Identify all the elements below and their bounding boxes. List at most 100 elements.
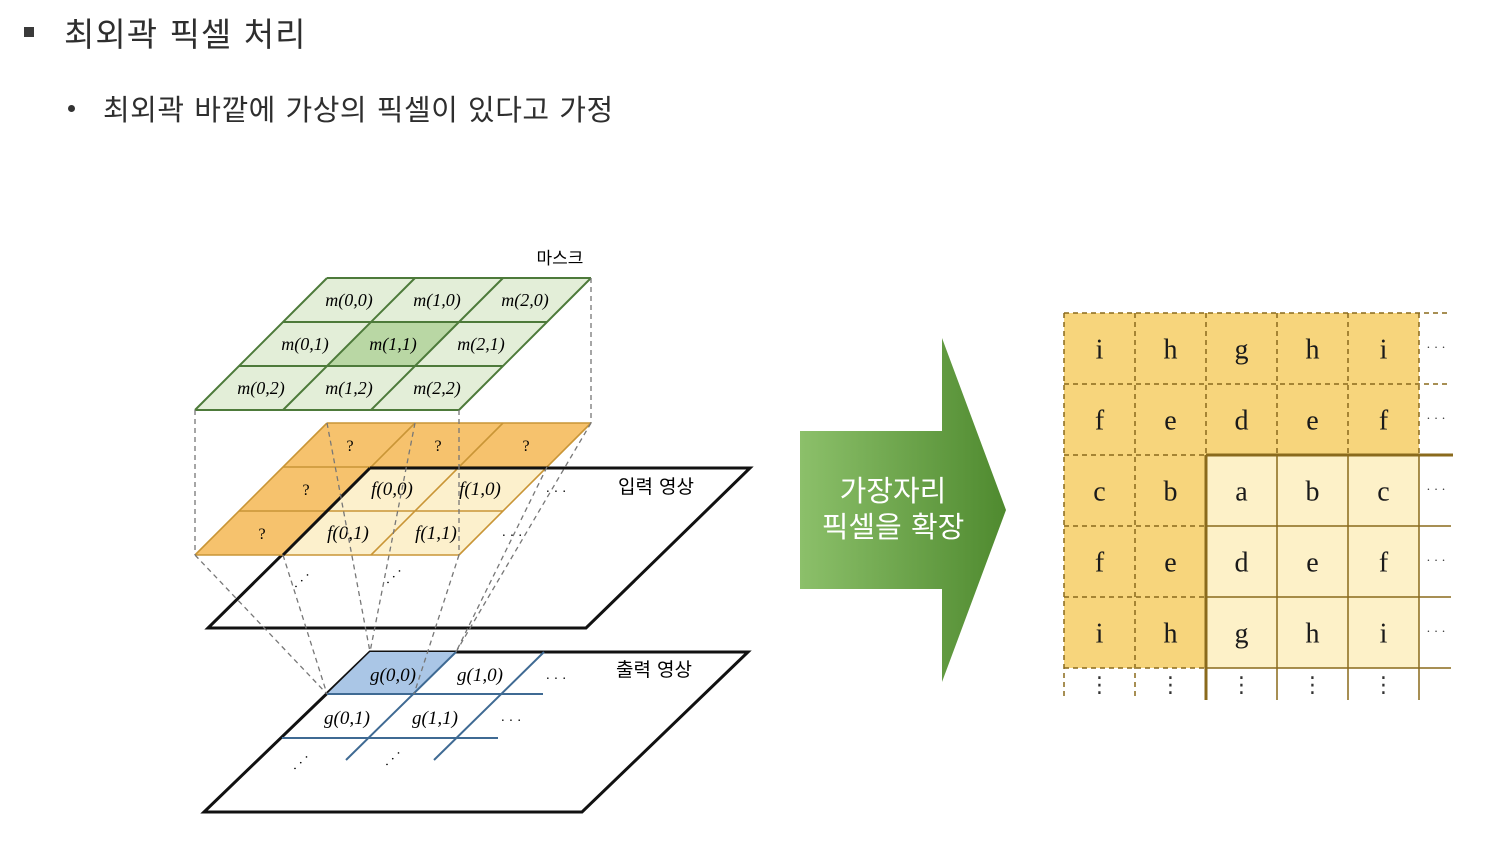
grid-col-ellipsis: ⋮ (1089, 673, 1111, 698)
grid-cell-virtual (1135, 455, 1206, 526)
grid-row-ellipsis: · · · (1426, 624, 1446, 639)
grid-cell-value: c (1377, 477, 1389, 508)
extend-arrow: 가장자리 픽셀을 확장 (800, 338, 1006, 682)
grid-cell-real (1206, 526, 1277, 597)
grid-cell-virtual (1135, 384, 1206, 455)
virtual-mark: ? (346, 438, 353, 455)
mask-label: 마스크 (537, 249, 584, 269)
output-image-layer: g(0,0) g(1,0) g(0,1) g(1,1) · · · · · · … (200, 650, 752, 814)
grid-cell-real (1348, 597, 1419, 668)
bullet-point: 최외곽 바깥에 가상의 픽셀이 있다고 가정 (68, 86, 614, 130)
mask-cell-m10: m(1,0) (413, 290, 461, 311)
grid-cell-value: e (1164, 406, 1176, 437)
bullet-text: 최외곽 바깥에 가상의 픽셀이 있다고 가정 (103, 93, 614, 127)
grid-cell-value: b (1164, 477, 1178, 508)
grid-cell-virtual (1206, 313, 1277, 384)
grid-cell-value: c (1093, 477, 1105, 508)
grid-cell-virtual (1348, 313, 1419, 384)
grid-cell-virtual (1206, 384, 1277, 455)
grid-cell-value: d (1235, 406, 1249, 437)
square-bullet-icon (24, 27, 34, 37)
mask-cell-m00: m(0,0) (325, 290, 373, 311)
output-row-ellipsis-2: · · · (501, 714, 522, 729)
virtual-mark: ? (302, 482, 309, 499)
grid-row-ellipsis: · · · (1426, 482, 1446, 497)
input-cell-f00: f(0,0) (371, 479, 413, 500)
mask-cell-m22: m(2,2) (413, 378, 461, 399)
grid-col-ellipsis: ⋮ (1231, 673, 1253, 698)
grid-cell-value: h (1164, 619, 1178, 650)
grid-cell-real (1277, 455, 1348, 526)
mask-window-layer: ? ? ? ? ? f(0,0) f(1,0) f(0,1) f(1,1) (194, 422, 592, 557)
input-image-label: 입력 영상 (618, 476, 694, 498)
mask-cell-m02: m(0,2) (237, 378, 285, 399)
grid-cell-virtual (1064, 313, 1135, 384)
grid-cell-real (1348, 526, 1419, 597)
grid-cell-real (1206, 597, 1277, 668)
grid-cell-value: d (1235, 548, 1249, 579)
grid-cell-value: h (1306, 619, 1320, 650)
heading-text: 최외곽 픽셀 처리 (64, 15, 307, 54)
grid-cell-virtual (1277, 313, 1348, 384)
grid-cell-virtual (1135, 526, 1206, 597)
grid-cell-value: f (1095, 548, 1105, 579)
grid-cell-value: i (1380, 335, 1388, 366)
grid-cell-value: e (1164, 548, 1176, 579)
extended-pixel-grid: i h g h i f e d e f c b a b c f e d e f i h g h i · · · · · · · · ·… (1063, 312, 1453, 700)
projection-lines (194, 278, 592, 695)
grid-cell-value: i (1380, 619, 1388, 650)
grid-cell-real (1277, 597, 1348, 668)
output-cell-g11: g(1,1) (412, 708, 458, 729)
grid-row-ellipsis: · · · (1426, 411, 1446, 426)
grid-cell-value: h (1306, 335, 1320, 366)
grid-cell-virtual (1135, 313, 1206, 384)
grid-cell-value: i (1096, 335, 1104, 366)
mask-layer: 마스크 m(0,0) m(1,0) m(2,0) m(0,1) m(1,1) m… (194, 249, 592, 411)
grid-cell-value: f (1379, 548, 1389, 579)
arrow-label-line1: 가장자리 (840, 474, 947, 508)
grid-cell-virtual (1064, 384, 1135, 455)
virtual-mark: ? (258, 526, 265, 543)
output-row-ellipsis: · · · (546, 672, 567, 687)
input-cell-f10: f(1,0) (459, 479, 501, 500)
grid-cell-value: f (1379, 406, 1389, 437)
grid-cell-real (1348, 455, 1419, 526)
grid-cell-virtual (1135, 597, 1206, 668)
grid-col-ellipsis: ⋮ (1160, 673, 1182, 698)
mask-cell-m20: m(2,0) (501, 290, 549, 311)
grid-cell-value: g (1235, 335, 1249, 366)
grid-cell-value: f (1095, 406, 1105, 437)
grid-cell-virtual (1348, 384, 1419, 455)
grid-cell-virtual (1064, 597, 1135, 668)
grid-cell-value: e (1306, 548, 1318, 579)
grid-cell-value: h (1164, 335, 1178, 366)
grid-cell-virtual (1064, 455, 1135, 526)
grid-cell-value: a (1235, 477, 1248, 508)
dot-bullet-icon (68, 104, 75, 112)
grid-cell-value: e (1306, 406, 1318, 437)
virtual-mark: ? (434, 438, 441, 455)
grid-row-ellipsis: · · · (1426, 340, 1446, 355)
input-row-ellipsis: · · · (546, 485, 567, 500)
grid-col-ellipsis: ⋮ (1302, 673, 1324, 698)
input-cell-f11: f(1,1) (415, 523, 457, 544)
mask-cell-m01: m(0,1) (281, 334, 329, 355)
grid-cell-real (1206, 455, 1277, 526)
mask-cell-m21: m(2,1) (457, 334, 505, 355)
mask-cell-m11: m(1,1) (369, 334, 417, 355)
grid-cell-value: g (1235, 619, 1249, 650)
grid-cell-value: b (1306, 477, 1320, 508)
input-row-ellipsis-2: · · · (502, 529, 523, 544)
right-arrow-icon (800, 338, 1006, 682)
mask-cell-m12: m(1,2) (325, 378, 373, 399)
output-cell-g01: g(0,1) (324, 708, 370, 729)
grid-cell-value: i (1096, 619, 1104, 650)
arrow-label-line2: 픽셀을 확장 (822, 510, 965, 544)
output-image-label: 출력 영상 (616, 659, 692, 681)
slide-heading: 최외곽 픽셀 처리 (22, 8, 307, 56)
output-cell-g00: g(0,0) (370, 665, 416, 686)
grid-cell-virtual (1277, 384, 1348, 455)
grid-cell-virtual (1064, 526, 1135, 597)
virtual-mark: ? (522, 438, 529, 455)
